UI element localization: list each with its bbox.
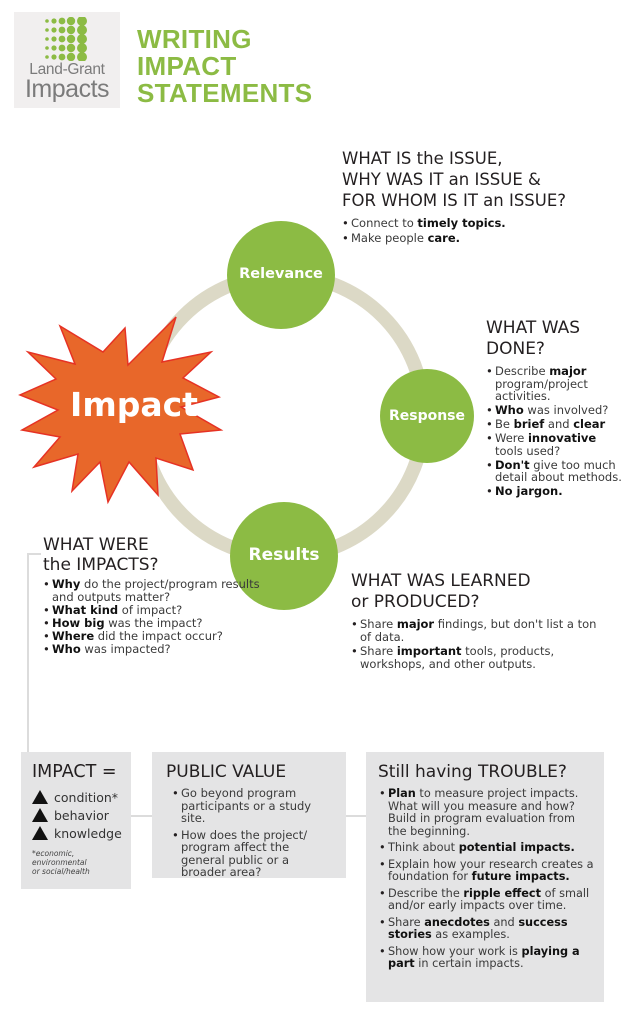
bullet-item: Plan to measure project impacts. What wi… — [379, 787, 596, 838]
footnote-line: *economic, — [32, 849, 75, 858]
impacts-bullets: Why do the project/program results and o… — [43, 578, 273, 657]
heading-line: or PRODUCED? — [351, 592, 480, 612]
trouble-bullets: Plan to measure project impacts. What wi… — [378, 787, 596, 971]
impact-starburst-icon — [18, 316, 224, 505]
results-label: Results — [248, 545, 320, 565]
bullet-item: Who was impacted? — [43, 643, 273, 657]
heading-line: FOR WHOM IS IT an ISSUE? — [342, 191, 567, 210]
bullet-item: What kind of impact? — [43, 604, 273, 618]
heading-line: WHAT WAS LEARNED — [351, 571, 531, 591]
logo-text-line1: Land-Grant — [29, 61, 105, 78]
title-line: STATEMENTS — [137, 78, 313, 108]
triangle-up-icon — [32, 790, 48, 804]
bullet-item: Share major findings, but don't list a t… — [351, 618, 601, 643]
trouble-box: Still having TROUBLE? Plan to measure pr… — [366, 752, 604, 1002]
heading-line: the IMPACTS? — [43, 555, 159, 575]
bullet-item: How big was the impact? — [43, 617, 273, 631]
bullet-item: Share anecdotes and success stories as e… — [379, 916, 596, 942]
bullet-item: Where did the impact occur? — [43, 630, 273, 644]
heading-line: WHAT WERE — [43, 535, 149, 555]
response-circle — [380, 369, 474, 463]
bullet-item: Don't give too much detail about methods… — [486, 458, 622, 484]
impacts-section: WHAT WERE the IMPACTS? Why do the projec… — [43, 535, 273, 656]
page-title: WRITING IMPACT STATEMENTS — [137, 26, 312, 107]
impact-item-condition: condition* — [32, 788, 131, 806]
impact-item-knowledge: knowledge — [32, 824, 131, 842]
footnote-line: environmental — [32, 858, 87, 867]
title-line: IMPACT — [137, 51, 237, 81]
title-line: WRITING — [137, 24, 252, 54]
impact-item-label: condition* — [54, 789, 119, 805]
connector-line — [131, 815, 155, 817]
impact-label: Impact — [70, 385, 198, 424]
heading-line: DONE? — [486, 339, 545, 359]
relevance-circle — [227, 221, 335, 329]
impact-equation-box: IMPACT = condition* behavior knowledge *… — [21, 752, 131, 889]
impact-equation-heading: IMPACT = — [32, 762, 117, 782]
bullet-item: Why do the project/program results and o… — [43, 578, 273, 604]
heading-line: WHY WAS IT an ISSUE & — [342, 170, 541, 189]
relevance-label: Relevance — [239, 266, 323, 282]
done-bullets: Describe major program/project activitie… — [486, 365, 622, 498]
trouble-heading: Still having TROUBLE? — [378, 762, 567, 782]
bullet-item: Explain how your research creates a foun… — [379, 858, 596, 884]
connector-line — [346, 815, 368, 817]
issue-bullets: Connect to timely topics.Make people car… — [342, 216, 617, 246]
bullet-item: Think about potential impacts. — [379, 841, 596, 855]
bullet-item: Go beyond program participants or a stud… — [172, 787, 336, 825]
impact-item-behavior: behavior — [32, 806, 131, 824]
public-value-box: PUBLIC VALUE Go beyond program participa… — [152, 752, 346, 878]
bullet-item: Share important tools, products, worksho… — [351, 645, 601, 670]
triangle-up-icon — [32, 826, 48, 840]
issue-section: WHAT IS the ISSUE, WHY WAS IT an ISSUE &… — [342, 148, 617, 246]
impact-footnote: *economic, environmental or social/healt… — [32, 849, 131, 876]
learned-section: WHAT WAS LEARNED or PRODUCED? Share majo… — [351, 571, 601, 672]
issue-heading: WHAT IS the ISSUE, WHY WAS IT an ISSUE &… — [342, 148, 617, 211]
heading-line: WHAT WAS — [486, 318, 580, 338]
learned-bullets: Share major findings, but don't list a t… — [351, 618, 601, 670]
connector-line — [27, 553, 29, 752]
impact-item-label: knowledge — [54, 825, 122, 841]
impacts-heading: WHAT WERE the IMPACTS? — [43, 535, 273, 575]
bullet-item: Be brief and clear — [486, 418, 622, 431]
impact-item-label: behavior — [54, 807, 109, 823]
done-section: WHAT WAS DONE? Describe major program/pr… — [486, 318, 622, 499]
connector-line — [27, 553, 41, 555]
bullet-item: Make people care. — [342, 231, 617, 246]
triangle-up-icon — [32, 808, 48, 822]
bullet-item: Describe major program/project activitie… — [486, 365, 622, 403]
bullet-item: Show how your work is playing a part in … — [379, 945, 596, 971]
bullet-item: Connect to timely topics. — [342, 216, 617, 231]
logo-text-line2: Impacts — [24, 75, 110, 103]
public-value-bullets: Go beyond program participants or a stud… — [166, 787, 336, 879]
land-grant-impacts-logo: Land-Grant Impacts — [14, 12, 120, 108]
bullet-item: How does the project/ program affect the… — [172, 828, 336, 879]
response-label: Response — [388, 408, 466, 424]
learned-heading: WHAT WAS LEARNED or PRODUCED? — [351, 571, 601, 613]
bullet-item: Describe the ripple effect of small and/… — [379, 887, 596, 913]
public-value-heading: PUBLIC VALUE — [166, 762, 287, 782]
bullet-item: No jargon. — [486, 485, 622, 498]
footnote-line: or social/health — [32, 867, 90, 876]
done-heading: WHAT WAS DONE? — [486, 318, 622, 360]
bullet-item: Were innovative tools used? — [486, 432, 622, 457]
heading-line: WHAT IS the ISSUE, — [342, 149, 503, 168]
dot-grid-icon — [45, 17, 87, 61]
bullet-item: Who was involved? — [486, 404, 622, 417]
